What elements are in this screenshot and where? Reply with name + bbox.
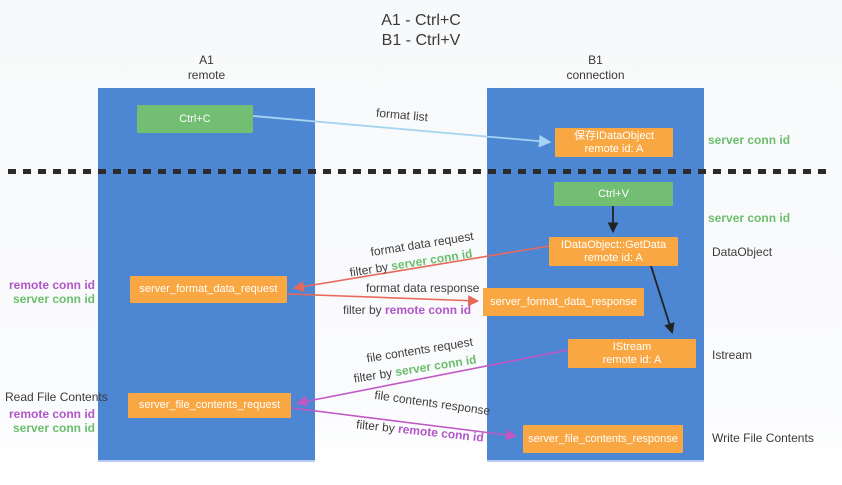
right-server-conn-id-2: server conn id: [708, 211, 791, 225]
label-format-list: format list: [375, 105, 429, 125]
right-server-conn-id-1: server conn id: [708, 133, 791, 147]
right-istream-label: Istream: [712, 348, 753, 362]
node-server-format-data-request: server_format_data_request: [130, 276, 287, 303]
left-remote-conn-id-2: remote conn id: [8, 407, 95, 421]
label-file-contents-response: file contents response: [373, 387, 492, 419]
right-dataobject-label: DataObject: [712, 245, 773, 259]
filter-by-text: filter by: [355, 417, 399, 436]
node-istream-line1: IStream: [612, 340, 652, 353]
node-idataobject-getdata: IDataObject::GetData remote id: A: [549, 237, 678, 266]
label-format-data-response: format data response: [366, 281, 480, 295]
remote-conn-id-text: remote conn id: [385, 303, 472, 317]
column-header-a1: A1 remote: [98, 53, 315, 83]
node-save-dataobject-line1: 保存IDataObject: [573, 129, 655, 142]
node-ctrl-c-label: Ctrl+C: [179, 112, 211, 125]
node-server-file-contents-request-label: server_file_contents_request: [138, 399, 281, 411]
node-server-file-contents-request: server_file_contents_request: [128, 393, 291, 418]
node-save-dataobject: 保存IDataObject remote id: A: [555, 128, 673, 157]
node-ctrl-v: Ctrl+V: [554, 182, 673, 206]
node-server-format-data-request-label: server_format_data_request: [139, 283, 278, 295]
node-getdata-line2: remote id: A: [584, 251, 643, 264]
diagram-title: A1 - Ctrl+C B1 - Ctrl+V: [0, 11, 842, 51]
filter-by-text: filter by: [348, 259, 393, 280]
title-line-2: B1 - Ctrl+V: [381, 32, 461, 49]
arrow-format-data-response: [287, 293, 480, 307]
node-ctrl-c: Ctrl+C: [137, 105, 253, 133]
left-remote-conn-id: remote conn id: [8, 278, 95, 292]
column-header-b1: B1 connection: [487, 53, 704, 83]
node-server-format-data-response: server_format_data_response: [483, 288, 644, 316]
node-getdata-line1: IDataObject::GetData: [560, 238, 667, 251]
left-server-conn-id-2: server conn id: [12, 421, 95, 435]
title-line-1: A1 - Ctrl+C: [381, 12, 461, 29]
left-read-file-labels: Read File Contents remote conn id server…: [5, 390, 108, 435]
read-file-contents-label: Read File Contents: [5, 390, 108, 404]
right-write-file-contents-label: Write File Contents: [712, 431, 814, 445]
label-filter-remote-2: filter by remote conn id: [356, 417, 485, 444]
left-conn-id-labels: remote conn id server conn id: [8, 278, 95, 306]
column-a1-name: A1: [199, 53, 214, 67]
label-filter-remote-1: filter by remote conn id: [343, 303, 471, 317]
node-server-format-data-response-label: server_format_data_response: [490, 295, 637, 308]
node-server-file-contents-response-label: server_file_contents_response: [528, 432, 678, 445]
node-server-file-contents-response: server_file_contents_response: [523, 425, 683, 453]
remote-conn-id-text: remote conn id: [397, 421, 485, 445]
column-b1-name: B1: [588, 53, 603, 67]
filter-by-text: filter by: [343, 303, 386, 317]
column-b1-subtitle: connection: [566, 68, 625, 82]
column-a1-subtitle: remote: [187, 68, 226, 82]
dashed-divider: [8, 169, 826, 174]
node-ctrl-v-label: Ctrl+V: [598, 187, 629, 200]
node-istream: IStream remote id: A: [568, 339, 696, 368]
node-save-dataobject-line2: remote id: A: [584, 142, 644, 155]
node-istream-line2: remote id: A: [602, 353, 662, 366]
left-server-conn-id: server conn id: [12, 292, 95, 306]
filter-by-text: filter by: [352, 365, 397, 386]
